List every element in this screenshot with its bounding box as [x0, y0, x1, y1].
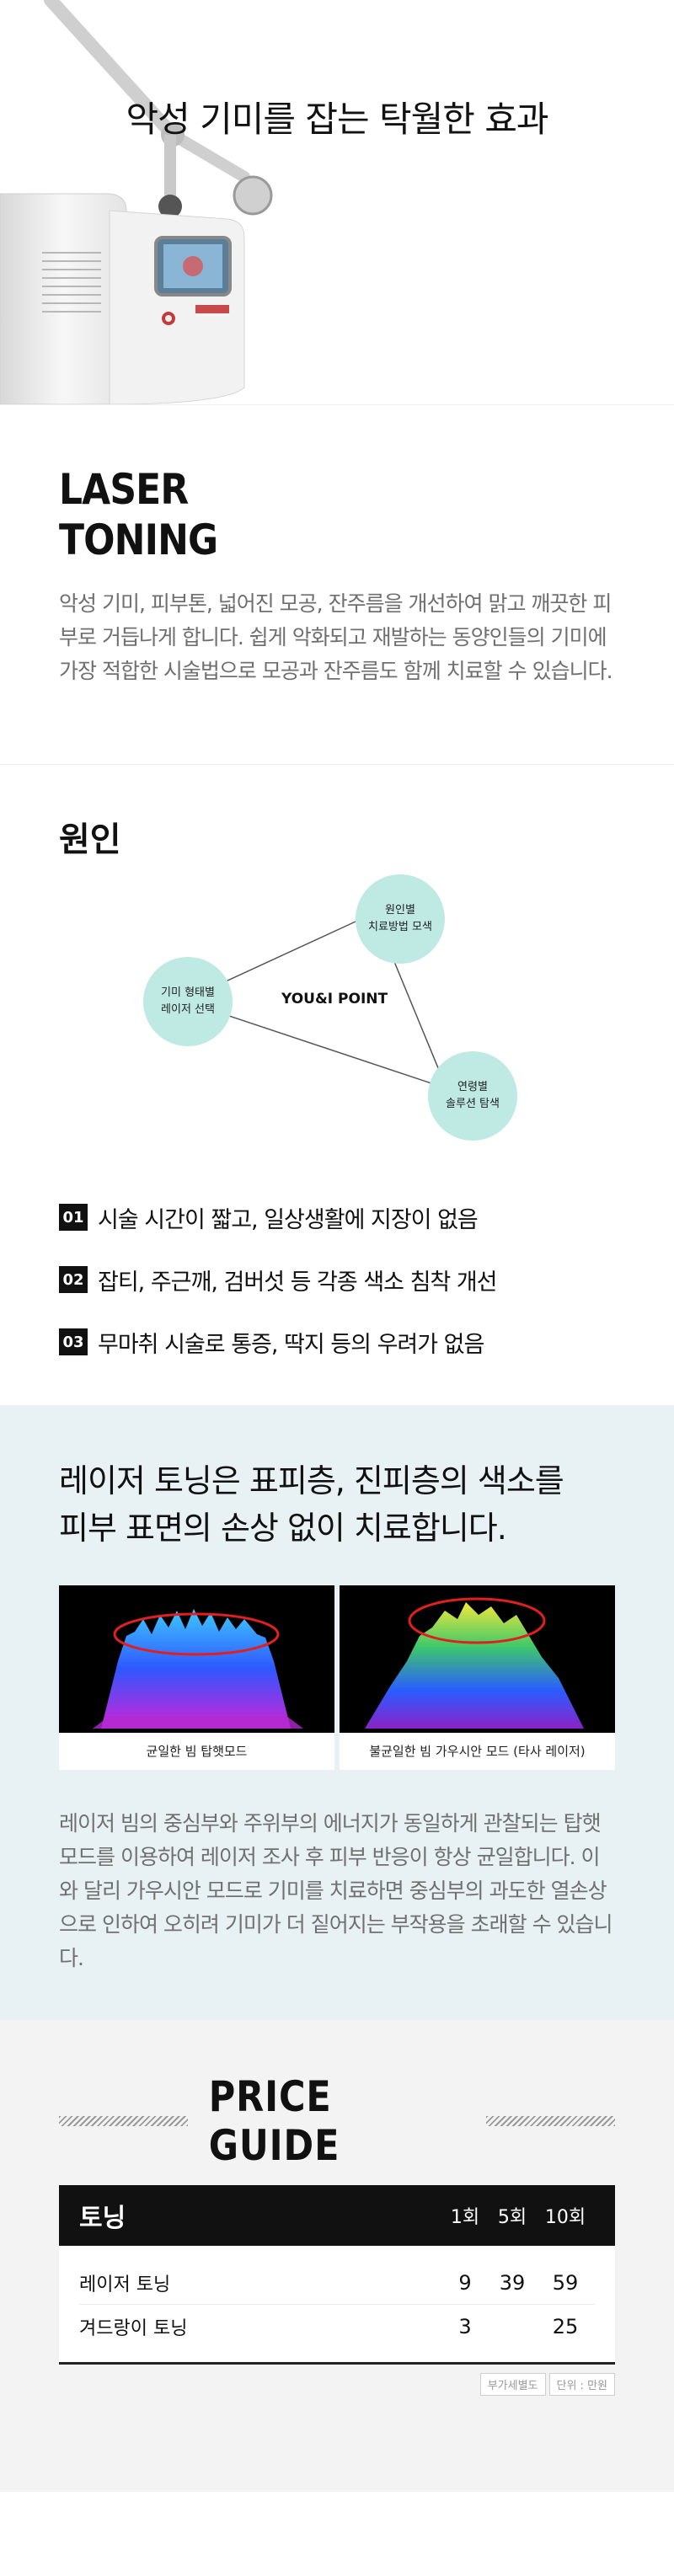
node-line: 원인별 — [385, 904, 415, 917]
explain-description: 레이저 빔의 중심부와 주위부의 에너지가 동일하게 관찰되는 탑햇모드를 이용… — [59, 1811, 613, 1970]
explain-title-line1: 레이저 토닝은 표피층, 진피층의 색소를 — [59, 1462, 564, 1499]
intro-title-line1: LASER — [59, 465, 189, 514]
price-category: 토닝 — [79, 2204, 126, 2233]
price-cell: 59 — [552, 2270, 579, 2295]
table-row: 겨드랑이 토닝 3 25 — [79, 2305, 595, 2349]
gaussian-card: 불균일한 빔 가우시안 모드 (타사 레이저) — [340, 1585, 615, 1770]
benefit-number: 01 — [59, 1204, 88, 1231]
price-title: PRICE GUIDE — [209, 2072, 340, 2170]
hatch-divider-right — [485, 2116, 615, 2126]
benefit-text: 무마취 시술로 통증, 딱지 등의 우려가 없음 — [98, 1331, 484, 1358]
explain-title: 레이저 토닝은 표피층, 진피층의 색소를 피부 표면의 손상 없이 치료합니다… — [59, 1457, 615, 1552]
hatch-divider-left — [59, 2116, 189, 2126]
price-cell: 25 — [552, 2315, 579, 2338]
cause-title: 원인 — [59, 820, 121, 859]
price-cell: 39 — [499, 2270, 526, 2295]
node-line: 솔루션 탐색 — [446, 1098, 500, 1110]
column-header: 1회 — [450, 2207, 480, 2228]
node-line: 연령별 — [457, 1081, 488, 1093]
price-cell: 9 — [458, 2270, 472, 2295]
benefit-item: 02 잡티, 주근깨, 검버섯 등 각종 색소 침착 개선 — [59, 1248, 498, 1311]
node-line: 치료방법 모색 — [368, 921, 432, 933]
price-table: 토닝 1회 5회 10회 레이저 토닝 9 39 59 겨드랑이 토닝 3 25 — [59, 2185, 615, 2365]
column-header: 10회 — [544, 2207, 586, 2228]
benefit-item: 01 시술 시간이 짧고, 일상생활에 지장이 없음 — [59, 1186, 497, 1248]
benefit-number: 03 — [59, 1328, 88, 1355]
node-line: 레이저 선택 — [161, 1003, 215, 1016]
hero-title: 악성 기미를 잡는 탁월한 효과 — [126, 99, 548, 140]
tophat-card: 균일한 빔 탑햇모드 — [59, 1585, 334, 1770]
center-label: YOU&I POINT — [281, 991, 388, 1007]
intro-title: LASER TONING — [59, 464, 548, 565]
benefit-text: 잡티, 주근깨, 검버섯 등 각종 색소 침착 개선 — [98, 1269, 498, 1296]
price-table-header: 토닝 1회 5회 10회 — [59, 2185, 615, 2246]
benefit-number: 02 — [59, 1266, 88, 1293]
beam-comparison: 균일한 빔 탑햇모드 불균일한 빔 가우시안 모드 (타사 레이저) — [59, 1585, 615, 1770]
table-row: 레이저 토닝 9 39 59 — [79, 2261, 595, 2305]
gaussian-caption: 불균일한 빔 가우시안 모드 (타사 레이저) — [369, 1744, 586, 1759]
column-header: 5회 — [497, 2207, 527, 2228]
treatment-name: 레이저 토닝 — [79, 2274, 171, 2295]
unit-note: 단위 : 만원 — [548, 2373, 615, 2396]
node-line: 기미 형태별 — [161, 986, 215, 999]
intro-section: LASER TONING 악성 기미, 피부톤, 넓어진 모공, 잔주름을 개선… — [0, 404, 674, 765]
hero-section: 악성 기미를 잡는 탁월한 효과 — [0, 0, 674, 404]
laser-device-image — [0, 0, 273, 404]
price-cell: 3 — [458, 2315, 472, 2338]
explain-title-line2: 피부 표면의 손상 없이 치료합니다. — [59, 1510, 507, 1547]
footer-space — [0, 2492, 674, 2559]
vat-note: 부가세별도 — [479, 2373, 546, 2396]
price-notes: 부가세별도 단위 : 만원 — [59, 2373, 615, 2396]
tophat-caption: 균일한 빔 탑햇모드 — [146, 1744, 248, 1759]
price-table-body: 레이저 토닝 9 39 59 겨드랑이 토닝 3 25 — [59, 2246, 615, 2362]
intro-description: 악성 기미, 피부톤, 넓어진 모공, 잔주름을 개선하여 맑고 깨끗한 피부로… — [59, 591, 613, 683]
benefit-list: 01 시술 시간이 짧고, 일상생활에 지장이 없음 02 잡티, 주근깨, 검… — [59, 1186, 498, 1373]
benefit-text: 시술 시간이 짧고, 일상생활에 지장이 없음 — [98, 1206, 479, 1233]
tophat-beam-image — [59, 1585, 334, 1733]
benefit-item: 03 무마취 시술로 통증, 딱지 등의 우려가 없음 — [59, 1311, 497, 1373]
gaussian-beam-image — [340, 1585, 615, 1733]
intro-title-line2: TONING — [59, 516, 218, 564]
price-header: PRICE GUIDE — [59, 2072, 615, 2170]
price-section: PRICE GUIDE 토닝 1회 5회 10회 레이저 토닝 9 39 59 … — [0, 2020, 674, 2492]
explain-section: 레이저 토닝은 표피층, 진피층의 색소를 피부 표면의 손상 없이 치료합니다… — [0, 1405, 674, 2020]
treatment-name: 겨드랑이 토닝 — [79, 2318, 188, 2339]
